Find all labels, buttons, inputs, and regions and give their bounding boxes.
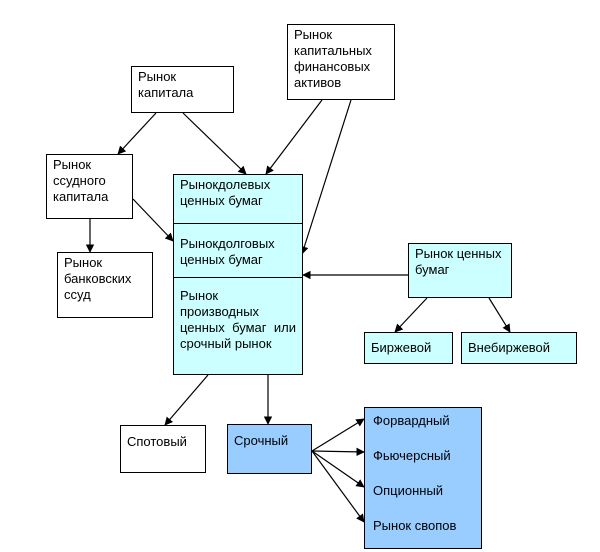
derivative-securities-cell: Рынок производных ценных бумаг или срочн… [174, 277, 302, 376]
securities-market-label: Рынок ценных бумаг [415, 246, 502, 277]
arrow-securities-to-exchange [394, 297, 428, 333]
arrow-assets-to-equity [265, 99, 323, 175]
equity-securities-label: Рынокдолевых ценных бумаг [180, 177, 271, 208]
arrow-term-to-option [311, 450, 365, 488]
arrow-assets-to-debt [300, 99, 352, 255]
arrow-capital-to-loan [117, 112, 157, 155]
capital-financial-assets-label: Рынок капитальных финансовых активов [294, 27, 372, 90]
capital-market-box: Рынок капитала [131, 66, 234, 113]
capital-financial-assets-box: Рынок капитальных финансовых активов [287, 24, 395, 100]
arrow-term-to-futures [311, 447, 365, 457]
equity-securities-cell: Рынокдолевых ценных бумаг [174, 175, 302, 223]
exchange-label: Биржевой [371, 340, 432, 355]
arrow-loan-to-debt [132, 198, 174, 242]
term-box: Срочный [227, 424, 312, 474]
term-instruments-box: Форвардный Фьючерсный Опционный Рынок св… [364, 407, 482, 549]
debt-securities-cell: Рынокдолговых ценных бумаг [174, 223, 302, 277]
debt-securities-label: Рынокдолговых ценных бумаг [180, 236, 275, 267]
bank-loans-label: Рынок банковских ссуд [64, 255, 132, 302]
otc-box: Внебиржевой [461, 332, 577, 364]
forward-label: Форвардный [373, 413, 450, 428]
spot-box: Спотовый [120, 425, 206, 473]
spot-label: Спотовый [127, 434, 187, 449]
arrow-capital-to-equity [182, 112, 247, 175]
derivative-securities-label: Рынок производных ценных бумаг или срочн… [180, 288, 296, 351]
swaps-label: Рынок свопов [373, 518, 457, 533]
arrow-securities-to-otc [488, 297, 511, 333]
securities-types-stack: Рынокдолевых ценных бумаг Рынокдолговых … [173, 174, 303, 375]
arrow-term-to-forward [311, 418, 365, 452]
capital-market-label: Рынок капитала [138, 69, 194, 100]
arrow-term-to-swaps [311, 450, 365, 523]
option-label: Опционный [373, 483, 444, 498]
bank-loans-box: Рынок банковских ссуд [57, 252, 153, 318]
exchange-box: Биржевой [364, 332, 453, 364]
loan-capital-box: Рынок ссудного капитала [46, 154, 133, 219]
futures-label: Фьючерсный [373, 448, 451, 463]
loan-capital-label: Рынок ссудного капитала [53, 157, 109, 204]
term-label: Срочный [234, 433, 289, 448]
otc-label: Внебиржевой [468, 340, 551, 355]
arrow-derivative-to-spot [164, 374, 209, 426]
securities-market-box: Рынок ценных бумаг [408, 243, 512, 298]
